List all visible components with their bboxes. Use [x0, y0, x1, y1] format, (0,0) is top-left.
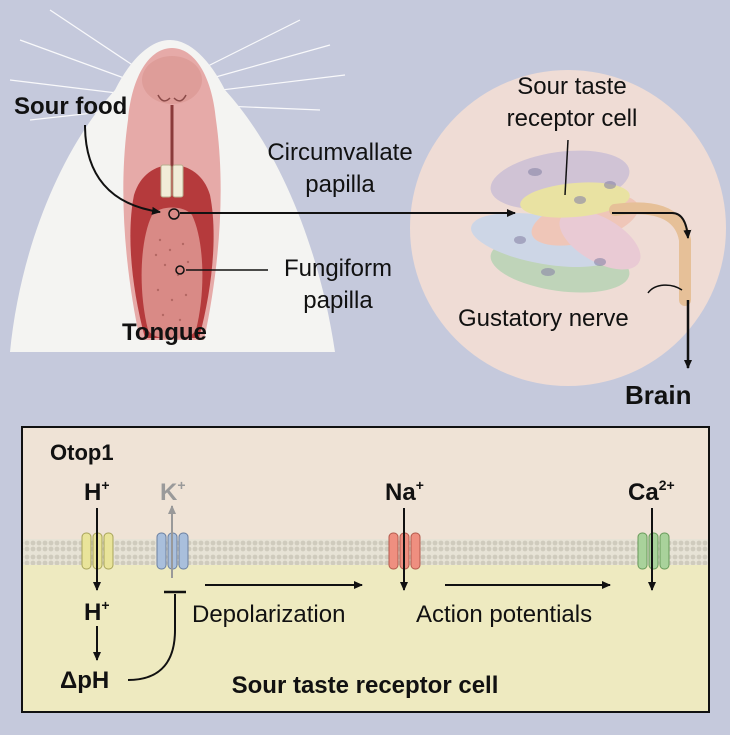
receptor-cell-label-2: receptor cell [507, 105, 638, 132]
ca-label: Ca2+ [628, 477, 675, 506]
cell-membrane [23, 539, 708, 565]
gustatory-nerve-label: Gustatory nerve [458, 305, 629, 332]
delta-ph-label: ΔpH [60, 667, 109, 694]
h-plus-sup: + [101, 477, 109, 493]
fungiform-label-1: Fungiform [284, 255, 392, 282]
cell-to-nerve-arrow [612, 212, 692, 239]
circumvallate-papilla-marker [168, 208, 180, 220]
otop1-label: Otop1 [50, 440, 114, 465]
cell-detail-panel [21, 426, 710, 713]
h-plus-label: H+ [84, 477, 110, 506]
mouse-head [9, 9, 346, 352]
fungiform-papilla-marker [175, 265, 185, 275]
fungiform-label-2: papilla [303, 287, 373, 314]
cell-label-leader [564, 139, 569, 196]
receptor-cell-label-1: Sour taste [517, 73, 626, 100]
brain-label: Brain [625, 380, 691, 410]
sour-food-arrow [84, 124, 161, 215]
tongue-label: Tongue [122, 319, 207, 346]
h-plus-inside-sup: + [101, 597, 109, 613]
incisors [160, 164, 184, 198]
h-plus-inside-label: H+ [84, 597, 110, 626]
sour-food-label: Sour food [14, 93, 127, 120]
k-plus-label: K+ [160, 477, 186, 506]
circumvallate-label-1: Circumvallate [267, 139, 412, 166]
nerve-label-leader [647, 284, 683, 294]
magnified-taste-bud [410, 70, 726, 386]
ca-channel [637, 532, 670, 570]
na-plus-sup: + [416, 477, 424, 493]
circumvallate-label-2: papilla [305, 171, 375, 198]
ca-sup: 2+ [659, 477, 675, 493]
action-potentials-label: Action potentials [416, 601, 592, 628]
tongue-shape [141, 207, 203, 339]
cell-label: Sour taste receptor cell [232, 672, 499, 699]
k-plus-sup: + [177, 477, 185, 493]
ph-inhibits-k [127, 594, 176, 681]
depolarization-label: Depolarization [192, 601, 345, 628]
na-plus-label: Na+ [385, 477, 424, 506]
